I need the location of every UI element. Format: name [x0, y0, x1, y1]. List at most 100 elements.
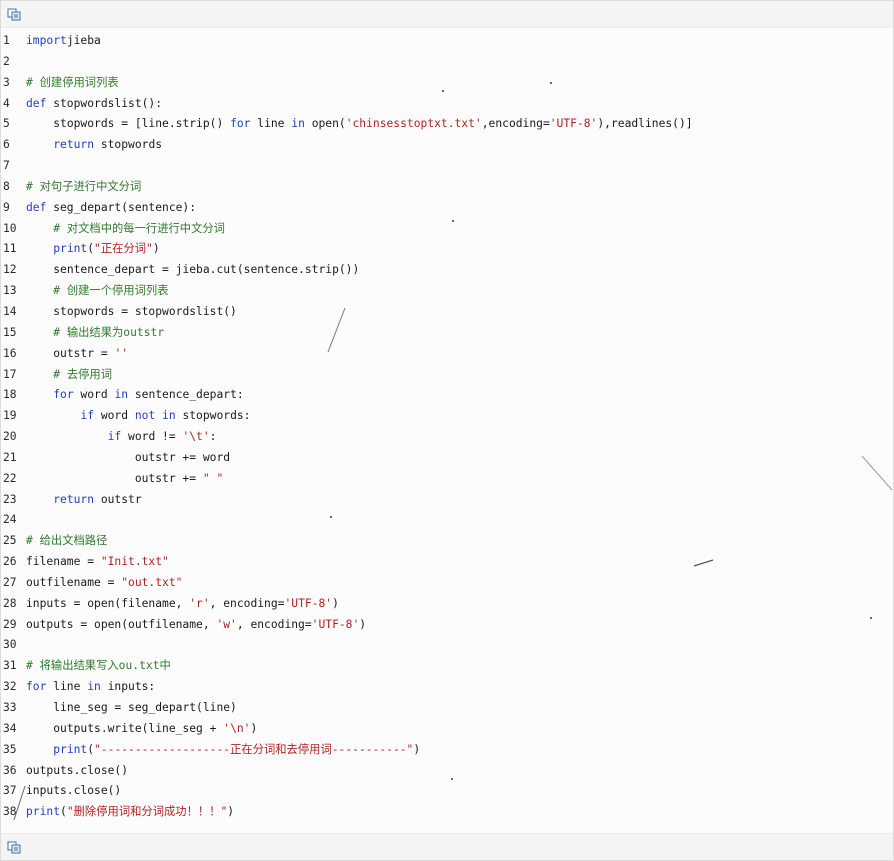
- code-token: filename =: [26, 555, 101, 569]
- keyword-token: for: [53, 388, 74, 402]
- code-line: 23 return outstr: [1, 490, 893, 511]
- code-token: :: [209, 430, 217, 444]
- code-line: 33 line_seg = seg_depart(line): [1, 698, 893, 719]
- code-token: seg_depart(sentence):: [46, 200, 197, 214]
- code-token: line_seg = seg_depart(line): [53, 701, 237, 714]
- line-number: 38: [3, 805, 17, 819]
- code-token: outstr: [94, 492, 142, 506]
- keyword-token: print: [53, 742, 88, 756]
- code-token: stopwords = [line.strip(): [53, 117, 231, 131]
- copy-icon[interactable]: [7, 841, 21, 854]
- string-token: "Init.txt": [100, 555, 169, 569]
- code-token: outfilename =: [26, 575, 122, 589]
- code-line: 11 print("正在分词"): [1, 239, 893, 260]
- code-text: for line in inputs:: [26, 677, 155, 698]
- code-text: # 输出结果为outstr: [26, 323, 164, 344]
- code-toolbar-top: [1, 1, 893, 28]
- comment-token: # 创建一个停用词列表: [53, 284, 169, 298]
- code-line: 30: [1, 635, 893, 656]
- line-number: 37: [3, 784, 17, 798]
- line-number: 24: [3, 513, 17, 527]
- code-text: stopwords = stopwordslist(): [26, 302, 237, 323]
- code-text: filename = "Init.txt": [26, 552, 169, 573]
- line-number: 6: [3, 138, 10, 152]
- line-number: 2: [3, 54, 10, 68]
- line-number: 26: [3, 555, 17, 569]
- string-token: 'chinsesstoptxt.txt': [345, 117, 482, 131]
- code-text: # 给出文档路径: [26, 531, 107, 552]
- string-token: '': [114, 346, 129, 360]
- keyword-token: in: [291, 117, 305, 131]
- code-text: def seg_depart(sentence):: [26, 198, 196, 219]
- line-number: 11: [3, 242, 17, 256]
- string-token: "正在分词": [94, 242, 153, 256]
- code-line: 34 outputs.write(line_seg + '\n'): [1, 719, 893, 740]
- code-token: sentence_depart = jieba.cut(sentence.str…: [53, 263, 360, 277]
- string-token: " ": [202, 471, 224, 485]
- code-token: ): [250, 721, 258, 735]
- code-line: 5 stopwords = [line.strip() for line in …: [1, 114, 893, 135]
- line-number: 19: [3, 409, 17, 423]
- line-number: 30: [3, 638, 17, 652]
- code-line: 35 print("-------------------正在分词和去停用词--…: [1, 740, 893, 761]
- code-text: # 创建一个停用词列表: [26, 281, 169, 302]
- string-token: "删除停用词和分词成功！！！": [66, 805, 228, 819]
- line-number: 3: [3, 75, 10, 89]
- code-text: importjieba: [26, 31, 101, 52]
- code-token: jieba: [66, 34, 101, 47]
- code-line: 18 for word in sentence_depart:: [1, 385, 893, 406]
- code-text: # 对文档中的每一行进行中文分词: [26, 219, 225, 240]
- code-line: 4 def stopwordslist():: [1, 94, 893, 115]
- line-number: 33: [3, 701, 17, 714]
- keyword-token: print: [53, 242, 88, 256]
- string-token: '\t': [182, 430, 210, 444]
- speck: [451, 778, 453, 780]
- code-token: stopwordslist():: [46, 96, 163, 110]
- code-token: word: [73, 388, 115, 402]
- code-token: outputs = open(outfilename,: [26, 617, 217, 631]
- string-token: 'UTF-8': [549, 117, 598, 131]
- code-token: outputs.close(): [26, 763, 129, 777]
- code-token: inputs = open(filename,: [26, 596, 190, 610]
- code-line: 37 inputs.close(): [1, 781, 893, 802]
- code-text: if word not in stopwords:: [26, 406, 250, 427]
- code-line: 14 stopwords = stopwordslist(): [1, 302, 893, 323]
- code-token: ),readlines()]: [597, 117, 693, 131]
- speck: [452, 220, 454, 222]
- code-text: outputs.write(line_seg + '\n'): [26, 719, 257, 740]
- code-line: 19 if word not in stopwords:: [1, 406, 893, 427]
- code-line: 7: [1, 156, 893, 177]
- code-token: stopwords:: [175, 409, 251, 423]
- code-text: return stopwords: [26, 135, 162, 156]
- copy-icon[interactable]: [7, 8, 21, 21]
- code-line: 15 # 输出结果为outstr: [1, 323, 893, 344]
- line-number: 22: [3, 471, 17, 485]
- string-token: "out.txt": [121, 575, 183, 589]
- comment-token: # 将输出结果写入ou.txt中: [26, 659, 171, 673]
- code-toolbar-bottom: [1, 833, 893, 860]
- keyword-token: def: [26, 96, 47, 110]
- code-text: print("正在分词"): [26, 239, 159, 260]
- code-token: outputs.write(line_seg +: [53, 721, 224, 735]
- line-number: 4: [3, 96, 10, 110]
- line-number: 8: [3, 179, 10, 193]
- line-number: 12: [3, 263, 17, 277]
- code-token: , encoding=: [209, 596, 285, 610]
- code-token: line: [250, 117, 292, 131]
- code-token: open(: [304, 117, 346, 131]
- keyword-token: print: [26, 805, 61, 819]
- string-token: "-------------------正在分词和去停用词-----------…: [94, 742, 414, 756]
- line-number: 13: [3, 284, 17, 298]
- code-token: outstr +=: [134, 471, 203, 485]
- line-number: 7: [3, 159, 10, 173]
- code-line: 17 # 去停用词: [1, 365, 893, 386]
- code-text: inputs.close(): [26, 781, 121, 802]
- keyword-token: import: [26, 34, 67, 47]
- line-number: 21: [3, 450, 17, 464]
- code-text: if word != '\t':: [26, 427, 217, 448]
- comment-token: # 对文档中的每一行进行中文分词: [53, 221, 225, 235]
